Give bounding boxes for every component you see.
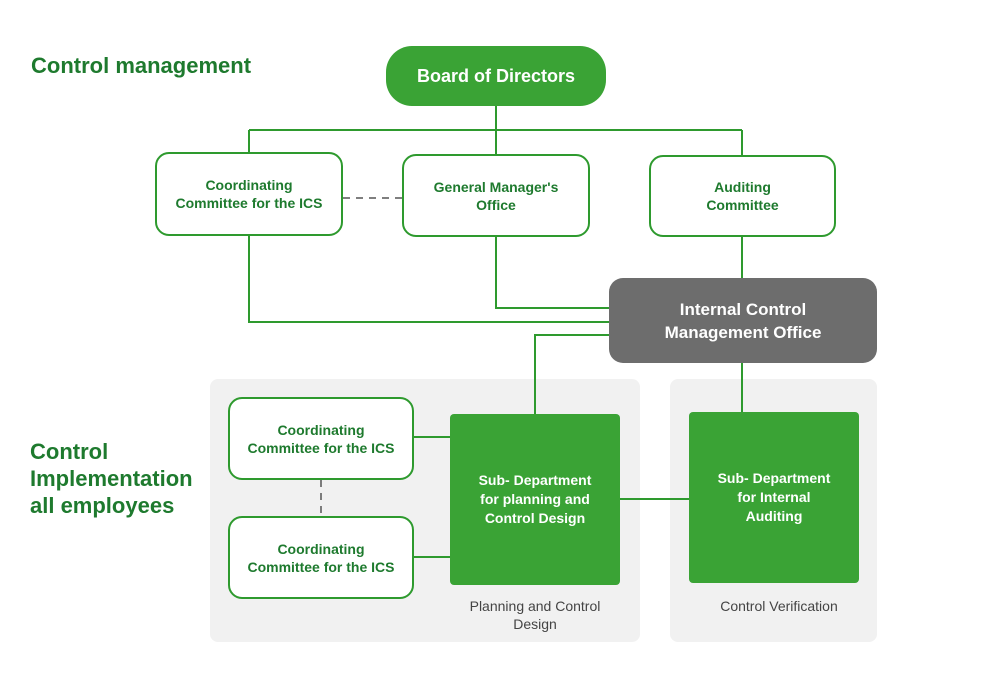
coordinating-committee-b-box: Coordinating Committee for the ICS (228, 516, 414, 599)
section-control-management: Control management (31, 53, 252, 78)
internal-control-management-office-box: Internal Control Management Office (609, 278, 877, 363)
sub-department-internal-auditing-box: Sub- Department for Internal Auditing (689, 412, 859, 583)
connector-gm-icmo (495, 237, 609, 309)
sub-department-planning-box: Sub- Department for planning and Control… (450, 414, 620, 585)
coordinating-committee-a-box: Coordinating Committee for the ICS (228, 397, 414, 480)
auditing-committee-box: Auditing Committee (649, 155, 836, 237)
board-of-directors-box: Board of Directors (386, 46, 606, 106)
coordinating-committee-top-box: Coordinating Committee for the ICS (155, 152, 343, 236)
general-managers-office-box: General Manager's Office (402, 154, 590, 237)
caption-planning-control-design: Planning and Control Design (469, 598, 601, 632)
caption-control-verification: Control Verification (720, 598, 838, 614)
section-control-implementation: Control Implementation all employees (30, 439, 193, 518)
connector-icmo-planning (534, 334, 609, 414)
connector-coord-icmo (248, 236, 609, 323)
